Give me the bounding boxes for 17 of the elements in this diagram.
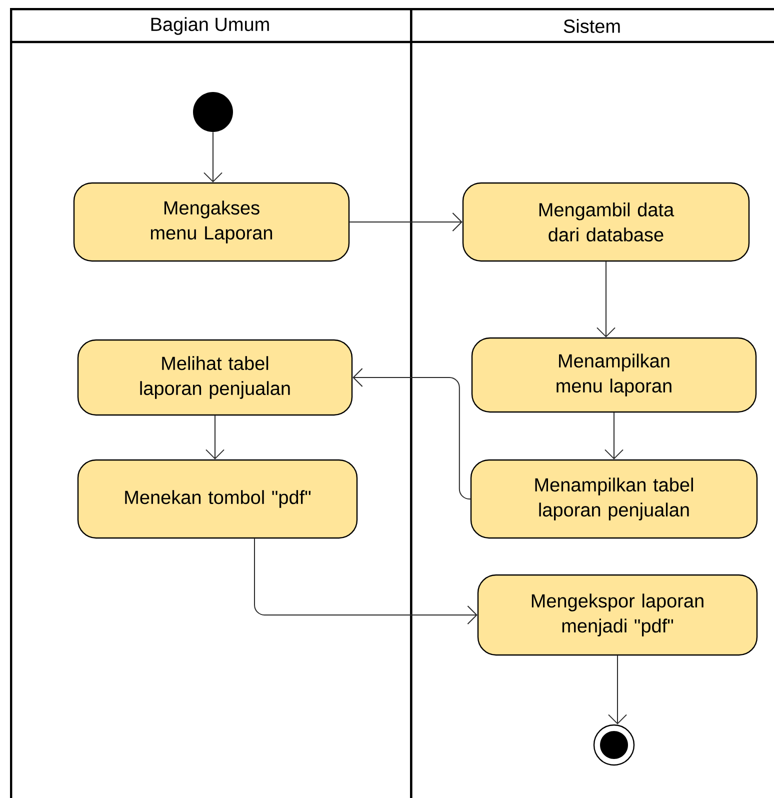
action-box: Mengakses menu Laporan [73, 182, 350, 262]
arrow [608, 655, 627, 724]
arrow [596, 261, 616, 338]
action-box: Menekan tombol "pdf" [77, 459, 358, 539]
arrow [254, 538, 478, 624]
start-node [193, 92, 233, 132]
arrow [352, 368, 471, 500]
action-box: Menampilkan tabel laporan penjualan [470, 459, 758, 539]
arrow [206, 415, 224, 460]
action-box: Menampilkan menu laporan [471, 337, 757, 413]
action-box: Mengambil data dari database [462, 182, 750, 262]
action-box: Mengekspor laporan menjadi "pdf" [477, 574, 758, 656]
arrow [349, 212, 462, 232]
end-node [593, 724, 635, 766]
arrow [204, 132, 222, 182]
action-box: Melihat tabel laporan penjualan [77, 339, 353, 416]
arrow [604, 412, 624, 460]
